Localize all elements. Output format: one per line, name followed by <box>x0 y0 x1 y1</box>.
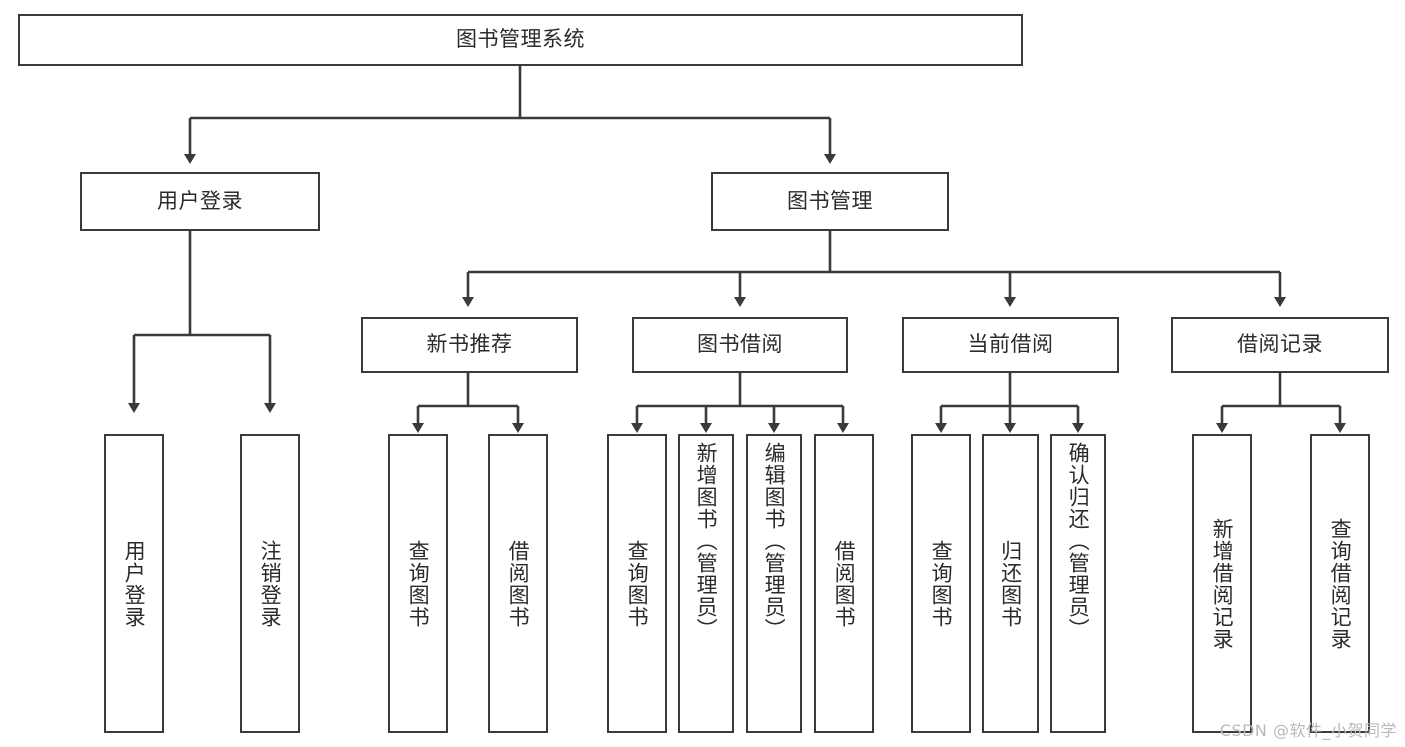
node-new-book-recommend[interactable]: 新书推荐 <box>361 317 578 373</box>
node-book-manage-label: 图书管理 <box>787 188 873 213</box>
leaf-user-login[interactable]: 用户登录 <box>104 434 164 733</box>
node-borrow-record-label: 借阅记录 <box>1237 332 1323 357</box>
leaf-confirm-return-label: 确认归还（管理员） <box>1066 442 1091 640</box>
leaf-query-book-2[interactable]: 查询图书 <box>607 434 667 733</box>
leaf-user-logout[interactable]: 注销登录 <box>240 434 300 733</box>
leaf-add-book-label: 新增图书（管理员） <box>694 442 719 640</box>
leaf-return-book-label: 归还图书 <box>998 539 1023 628</box>
leaf-user-login-label: 用户登录 <box>122 539 147 628</box>
node-user-login-label: 用户登录 <box>157 188 243 213</box>
node-book-manage[interactable]: 图书管理 <box>711 172 949 231</box>
leaf-add-book[interactable]: 新增图书（管理员） <box>678 434 734 733</box>
leaf-query-book-3[interactable]: 查询图书 <box>911 434 971 733</box>
leaf-user-logout-label: 注销登录 <box>258 539 283 628</box>
node-new-book-recommend-label: 新书推荐 <box>426 332 513 357</box>
node-root[interactable]: 图书管理系统 <box>18 14 1023 66</box>
leaf-borrow-book-2-label: 借阅图书 <box>832 539 857 628</box>
node-book-borrow-label: 图书借阅 <box>697 332 783 357</box>
leaf-return-book[interactable]: 归还图书 <box>982 434 1039 733</box>
leaf-query-record-label: 查询借阅记录 <box>1328 517 1353 650</box>
leaf-add-record[interactable]: 新增借阅记录 <box>1192 434 1252 733</box>
node-root-label: 图书管理系统 <box>456 27 585 52</box>
leaf-edit-book-label: 编辑图书（管理员） <box>762 442 787 640</box>
leaf-query-book-2-label: 查询图书 <box>625 539 650 628</box>
leaf-borrow-book-2[interactable]: 借阅图书 <box>814 434 874 733</box>
leaf-query-record[interactable]: 查询借阅记录 <box>1310 434 1370 733</box>
node-user-login[interactable]: 用户登录 <box>80 172 320 231</box>
leaf-borrow-book-1-label: 借阅图书 <box>506 539 531 628</box>
leaf-add-record-label: 新增借阅记录 <box>1210 517 1235 650</box>
node-current-borrow[interactable]: 当前借阅 <box>902 317 1119 373</box>
leaf-query-book-1[interactable]: 查询图书 <box>388 434 448 733</box>
node-borrow-record[interactable]: 借阅记录 <box>1171 317 1389 373</box>
leaf-query-book-1-label: 查询图书 <box>406 539 431 628</box>
leaf-query-book-3-label: 查询图书 <box>929 539 954 628</box>
leaf-edit-book[interactable]: 编辑图书（管理员） <box>746 434 802 733</box>
leaf-confirm-return[interactable]: 确认归还（管理员） <box>1050 434 1106 733</box>
csdn-watermark: CSDN @软件_小贺同学 <box>1219 721 1397 740</box>
node-book-borrow[interactable]: 图书借阅 <box>632 317 848 373</box>
leaf-borrow-book-1[interactable]: 借阅图书 <box>488 434 548 733</box>
node-current-borrow-label: 当前借阅 <box>967 332 1054 357</box>
